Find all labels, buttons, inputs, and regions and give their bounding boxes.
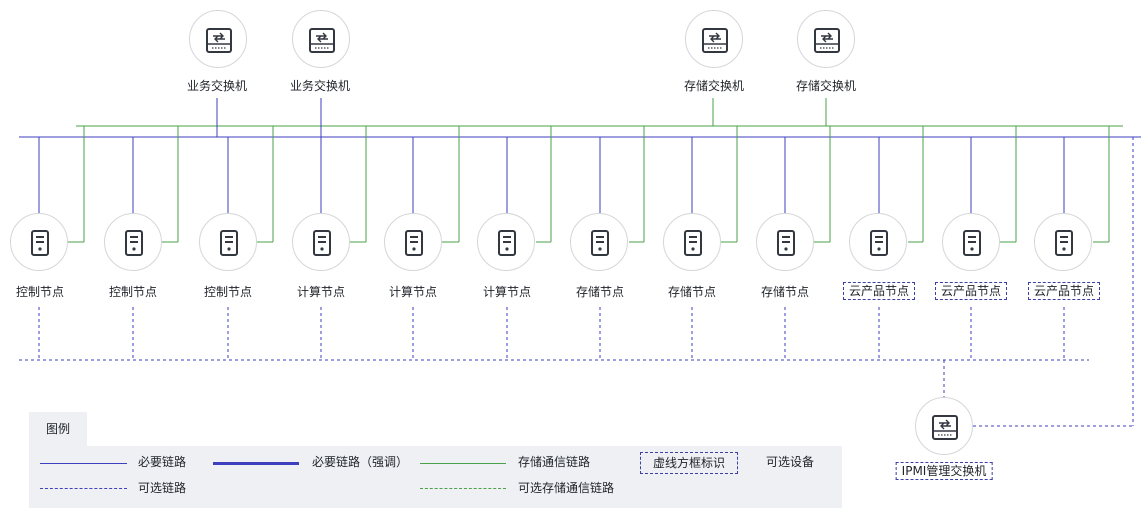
- cloud-product-node-3-label: 云产品节点: [1027, 282, 1101, 300]
- service-switch-1: [189, 10, 247, 68]
- legend-title: 图例: [29, 412, 87, 446]
- legend: 图例 必要链路 必要链路（强调） 存储通信链路 虚线方框标识 可选设备 可选链路…: [29, 412, 842, 508]
- switch-icon: [309, 28, 335, 53]
- server-icon: [591, 230, 609, 256]
- server-icon: [498, 230, 516, 256]
- switch-icon: [206, 28, 232, 53]
- service-switch-2-label: 业务交换机: [289, 79, 351, 93]
- control-node-2-label: 控制节点: [108, 285, 158, 299]
- server-icon: [1055, 230, 1073, 256]
- storage-node-2-label: 存储节点: [667, 285, 717, 299]
- storage-node-2: [663, 213, 721, 271]
- compute-node-1-label: 计算节点: [296, 285, 346, 299]
- cloud-product-node-3: [1034, 213, 1092, 271]
- server-icon: [870, 230, 888, 256]
- compute-node-2-label: 计算节点: [388, 285, 438, 299]
- compute-node-3: [477, 213, 535, 271]
- server-icon: [963, 230, 981, 256]
- compute-node-1: [292, 213, 350, 271]
- legend-storage-label: 存储通信链路: [518, 455, 591, 469]
- cloud-product-node-1-label: 云产品节点: [842, 282, 916, 300]
- control-node-1: [10, 213, 68, 271]
- storage-switch-2: [797, 10, 855, 68]
- ipmi-switch: [915, 397, 973, 455]
- server-icon: [684, 230, 702, 256]
- legend-optional-label: 可选链路: [138, 481, 187, 495]
- server-icon: [220, 230, 238, 256]
- server-icon: [125, 230, 143, 256]
- legend-required-line: [40, 463, 127, 464]
- legend-dashed-box: 虚线方框标识: [640, 452, 739, 474]
- storage-node-3-label: 存储节点: [760, 285, 810, 299]
- ipmi-switch-label: IPMI管理交换机: [895, 462, 993, 480]
- switch-icon: [814, 28, 840, 53]
- switch-icon: [702, 28, 728, 53]
- control-node-2: [104, 213, 162, 271]
- legend-optional-line: [40, 488, 127, 489]
- storage-switch-1-label: 存储交换机: [683, 79, 745, 93]
- server-icon: [31, 230, 49, 256]
- cloud-product-node-2: [942, 213, 1000, 271]
- server-icon: [777, 230, 795, 256]
- legend-storage-line: [420, 463, 506, 464]
- legend-required-emphasis-label: 必要链路（强调）: [312, 455, 409, 469]
- storage-node-1-label: 存储节点: [575, 285, 625, 299]
- switch-icon: [932, 415, 958, 440]
- legend-required-label: 必要链路: [138, 455, 187, 469]
- legend-optional-device-label: 可选设备: [766, 455, 815, 469]
- storage-node-3: [756, 213, 814, 271]
- service-switch-2: [292, 10, 350, 68]
- control-node-3: [199, 213, 257, 271]
- server-icon: [313, 230, 331, 256]
- compute-node-3-label: 计算节点: [482, 285, 532, 299]
- cloud-product-node-1: [849, 213, 907, 271]
- storage-switch-2-label: 存储交换机: [795, 79, 857, 93]
- legend-required-emphasis-line: [213, 462, 299, 465]
- control-node-1-label: 控制节点: [15, 285, 65, 299]
- control-node-3-label: 控制节点: [203, 285, 253, 299]
- storage-node-1: [570, 213, 628, 271]
- legend-body: 必要链路 必要链路（强调） 存储通信链路 虚线方框标识 可选设备 可选链路 可选…: [29, 446, 842, 508]
- service-switch-1-label: 业务交换机: [186, 79, 248, 93]
- cloud-product-node-2-label: 云产品节点: [934, 282, 1008, 300]
- compute-node-2: [384, 213, 442, 271]
- legend-optional-storage-line: [420, 488, 506, 489]
- storage-switch-1: [685, 10, 743, 68]
- legend-optional-storage-label: 可选存储通信链路: [518, 481, 615, 495]
- server-icon: [405, 230, 423, 256]
